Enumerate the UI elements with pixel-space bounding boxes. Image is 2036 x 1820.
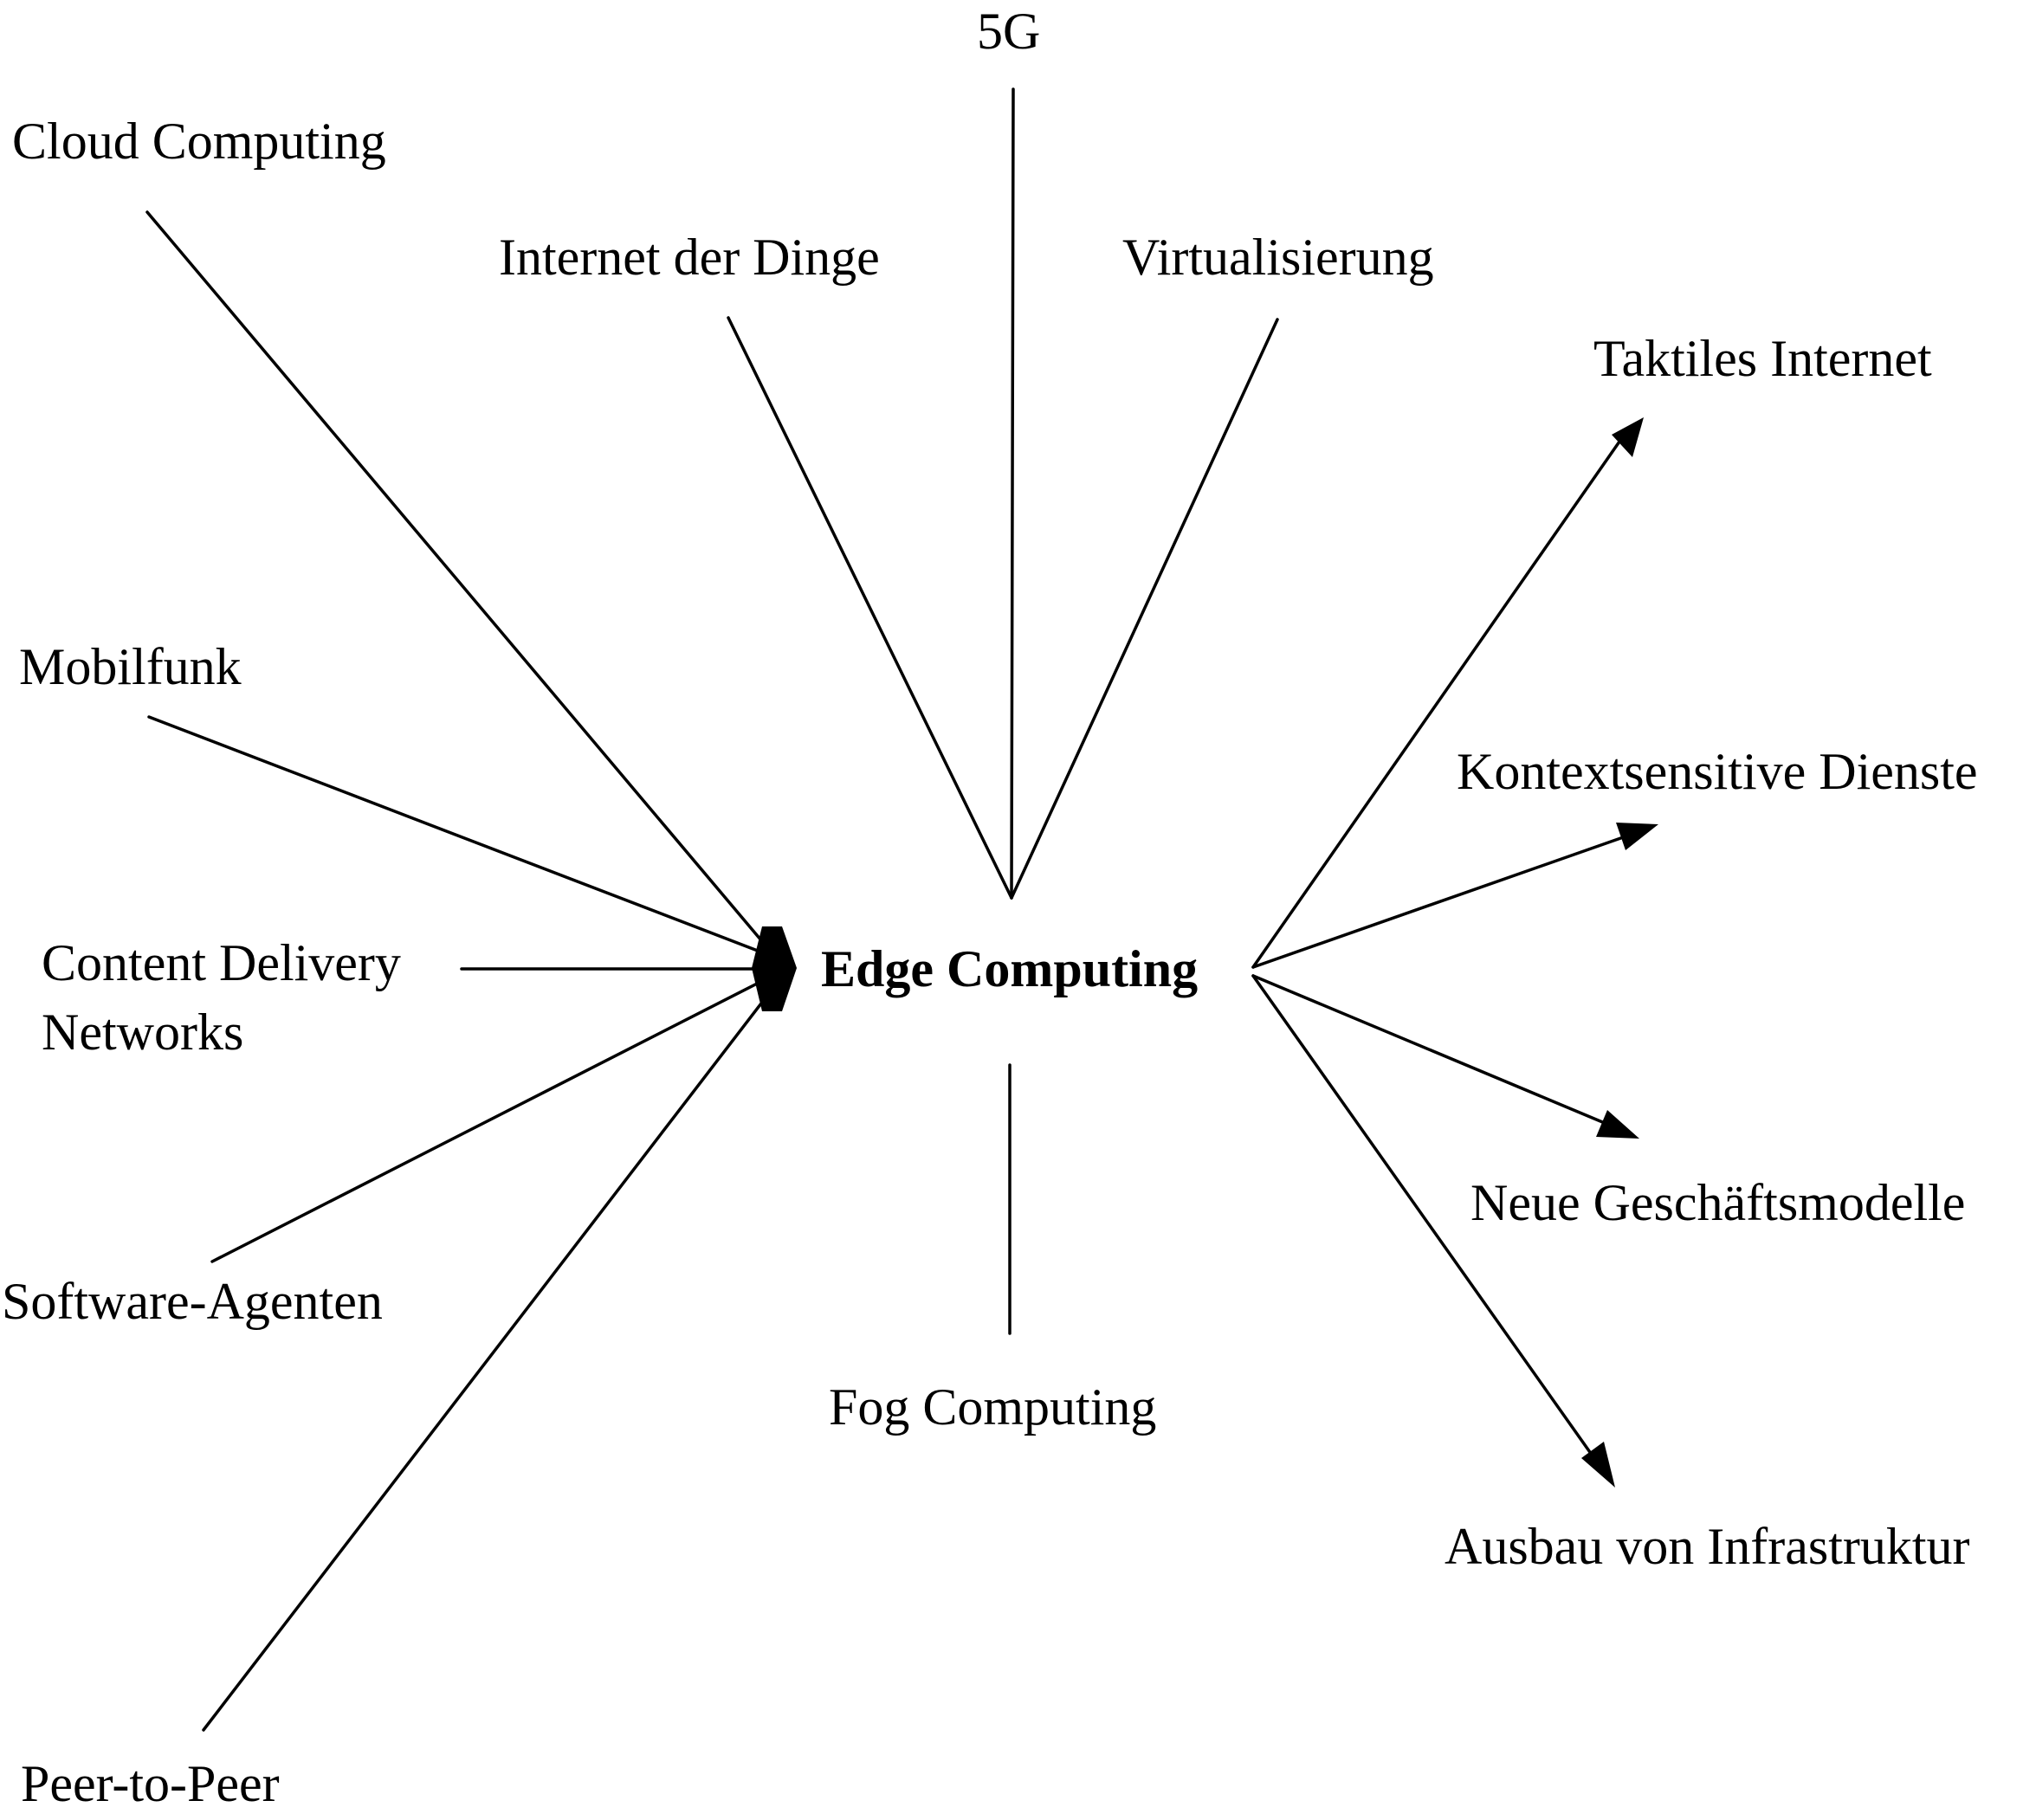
center-edge-computing: Edge Computing bbox=[821, 940, 1199, 997]
label-ausbau-von-infrastruktur: Ausbau von Infrastruktur bbox=[1445, 1518, 1970, 1575]
edge-virtualisierung bbox=[1010, 318, 1279, 900]
edge-software-agenten bbox=[210, 979, 764, 1263]
arrowhead-taktiles-internet bbox=[1612, 417, 1644, 457]
convergence-arrowhead bbox=[752, 926, 797, 1011]
label-peer-to-peer: Peer-to-Peer bbox=[21, 1755, 280, 1812]
label-5g: 5G bbox=[977, 3, 1041, 60]
edge-cloud-computing bbox=[145, 210, 777, 958]
edge-taktiles-internet bbox=[1251, 440, 1621, 969]
edge-internet-der-dinge bbox=[727, 316, 1013, 900]
label-virtualisierung: Virtualisierung bbox=[1122, 229, 1434, 286]
edge-5g bbox=[1010, 87, 1015, 900]
label-mobilfunk: Mobilfunk bbox=[19, 638, 242, 695]
label-networks: Networks bbox=[42, 1004, 244, 1061]
label-fog-computing: Fog Computing bbox=[829, 1378, 1157, 1436]
arrowhead-kontextsensitive bbox=[1616, 823, 1658, 850]
edge-infrastruktur bbox=[1251, 974, 1600, 1465]
edge-geschaeftsmodelle bbox=[1251, 974, 1613, 1127]
edge-mobilfunk bbox=[147, 715, 764, 954]
label-internet-der-dinge: Internet der Dinge bbox=[499, 229, 880, 286]
edge-kontextsensitive bbox=[1251, 834, 1630, 969]
arrowhead-infrastruktur bbox=[1581, 1442, 1615, 1488]
edge-peer-to-peer bbox=[202, 984, 777, 1732]
label-taktiles-internet: Taktiles Internet bbox=[1593, 330, 1932, 387]
label-software-agenten: Software-Agenten bbox=[2, 1273, 383, 1330]
arrowhead-geschaeftsmodelle bbox=[1596, 1110, 1639, 1139]
label-content-delivery: Content Delivery bbox=[42, 934, 401, 991]
label-cloud-computing: Cloud Computing bbox=[12, 113, 386, 170]
label-kontextsensitive-dienste: Kontextsensitive Dienste bbox=[1457, 743, 1978, 800]
label-neue-geschaeftsmodelle: Neue Geschäftsmodelle bbox=[1470, 1174, 1966, 1231]
